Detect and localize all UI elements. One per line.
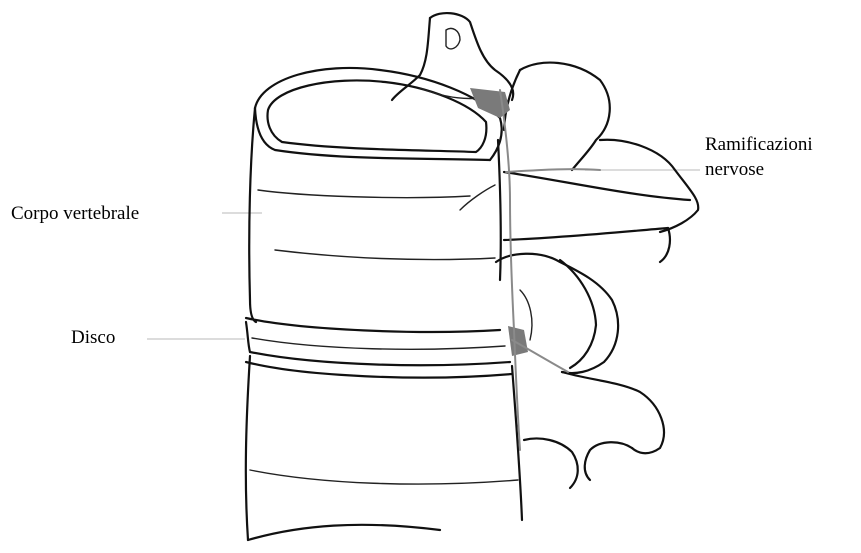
label-nerve-branches-line2: nervose: [705, 157, 813, 182]
lower-vertebra: [246, 356, 522, 540]
lower-processes: [496, 254, 664, 488]
label-vertebral-body: Corpo vertebrale: [11, 201, 139, 226]
label-disc: Disco: [71, 325, 115, 350]
label-nerve-branches: Ramificazioni nervose: [705, 132, 813, 182]
upper-processes: [392, 13, 698, 262]
label-nerve-branches-line1: Ramificazioni: [705, 132, 813, 157]
intervertebral-disc: [246, 318, 510, 365]
upper-vertebra: [249, 68, 501, 322]
